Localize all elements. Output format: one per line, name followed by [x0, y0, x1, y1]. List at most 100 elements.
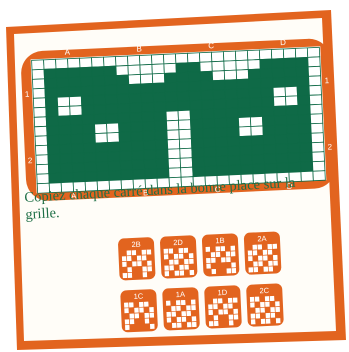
grid-cell	[176, 63, 188, 73]
piece-2b[interactable]: 2B	[118, 237, 156, 281]
piece-cell	[233, 297, 238, 303]
piece-cell	[231, 262, 236, 268]
grid-cell	[215, 128, 227, 138]
piece-cell	[171, 311, 176, 317]
piece-cell	[275, 295, 280, 301]
grid-cell	[104, 66, 116, 76]
grid-cell	[212, 71, 224, 81]
grid-cell	[105, 95, 117, 105]
grid-cell	[84, 153, 96, 163]
grid-cell	[224, 70, 236, 80]
piece-cell	[218, 315, 223, 321]
grid-cell	[260, 59, 272, 69]
piece-cell	[137, 272, 142, 278]
piece-label: 1D	[217, 288, 228, 297]
piece-cell	[182, 322, 187, 328]
piece-label: 2B	[131, 240, 141, 249]
grid-cell	[129, 93, 141, 103]
piece-2c[interactable]: 2C	[246, 283, 284, 327]
piece-cell	[228, 303, 233, 309]
piece-1b[interactable]: 1B	[202, 233, 240, 277]
grid-cell	[156, 159, 168, 169]
grid-cell	[226, 99, 238, 109]
piece-cell	[124, 313, 129, 319]
grid-cell	[271, 49, 283, 59]
grid-cell	[272, 58, 284, 68]
piece-cell	[275, 307, 280, 313]
grid-cell	[143, 131, 155, 141]
piece-cell	[229, 320, 234, 326]
piece-cell	[272, 249, 277, 255]
piece-cell	[225, 246, 230, 252]
grid-cell	[308, 57, 320, 67]
piece-1d[interactable]: 1D	[204, 285, 242, 329]
grid-cell	[226, 108, 238, 118]
piece-cell	[139, 302, 144, 308]
grid-cell	[301, 162, 313, 172]
piece-cell	[263, 261, 268, 267]
grid-cell	[189, 91, 201, 101]
piece-cell	[187, 322, 192, 328]
piece-cell	[273, 266, 278, 272]
grid-cell	[59, 135, 71, 145]
grid-cell	[164, 63, 176, 73]
grid-cell	[310, 104, 322, 114]
piece-cell	[233, 314, 238, 320]
grid-cell	[286, 105, 298, 115]
piece-cell	[223, 303, 228, 309]
grid-cell	[93, 95, 105, 105]
piece-cell	[219, 320, 224, 326]
piece-1a[interactable]: 1A	[162, 287, 200, 331]
piece-cell	[270, 301, 275, 307]
piece-cell	[250, 308, 255, 314]
grid-cell	[238, 117, 250, 127]
grid-cell	[70, 106, 82, 116]
grid-cell	[229, 165, 241, 175]
piece-1c[interactable]: 1C	[120, 289, 158, 333]
piece-cell	[253, 261, 258, 267]
grid-cell	[180, 148, 192, 158]
grid-cell	[143, 140, 155, 150]
column-label-top: D	[280, 38, 286, 47]
piece-cell	[255, 296, 260, 302]
grid-cell	[227, 137, 239, 147]
grid-cell	[167, 139, 179, 149]
piece-cell	[228, 309, 233, 315]
grid-cell	[141, 93, 153, 103]
grid-cell	[212, 61, 224, 71]
piece-cell	[169, 259, 174, 265]
grid-cell	[249, 88, 261, 98]
grid-cell	[48, 154, 60, 164]
grid-cell	[95, 133, 107, 143]
grid-cell	[166, 111, 178, 121]
grid-cell	[155, 121, 167, 131]
grid-cell	[240, 145, 252, 155]
piece-cell	[131, 250, 136, 256]
piece-2a[interactable]: 2A	[244, 231, 282, 275]
piece-cell	[223, 309, 228, 315]
grid-cell	[311, 133, 323, 143]
grid-cell	[95, 143, 107, 153]
piece-cell	[260, 302, 265, 308]
grid-cell	[107, 123, 119, 133]
grid-cell	[106, 104, 118, 114]
piece-cell	[173, 248, 178, 254]
grid-cell	[223, 51, 235, 61]
piece-cell	[163, 248, 168, 254]
grid-cell	[190, 100, 202, 110]
grid-cell	[34, 107, 46, 117]
piece-cell	[189, 258, 194, 264]
grid-cell	[45, 88, 57, 98]
grid-cell	[239, 127, 251, 137]
grid-cell	[32, 79, 44, 89]
grid-cell	[71, 125, 83, 135]
piece-cell	[181, 316, 186, 322]
grid-cell	[253, 164, 265, 174]
piece-2d[interactable]: 2D	[160, 235, 198, 279]
piece-cell	[250, 297, 255, 303]
piece-cell	[181, 311, 186, 317]
piece-cell	[127, 261, 132, 267]
grid-cell	[250, 107, 262, 117]
piece-cell	[273, 260, 278, 266]
piece-cell	[184, 253, 189, 259]
